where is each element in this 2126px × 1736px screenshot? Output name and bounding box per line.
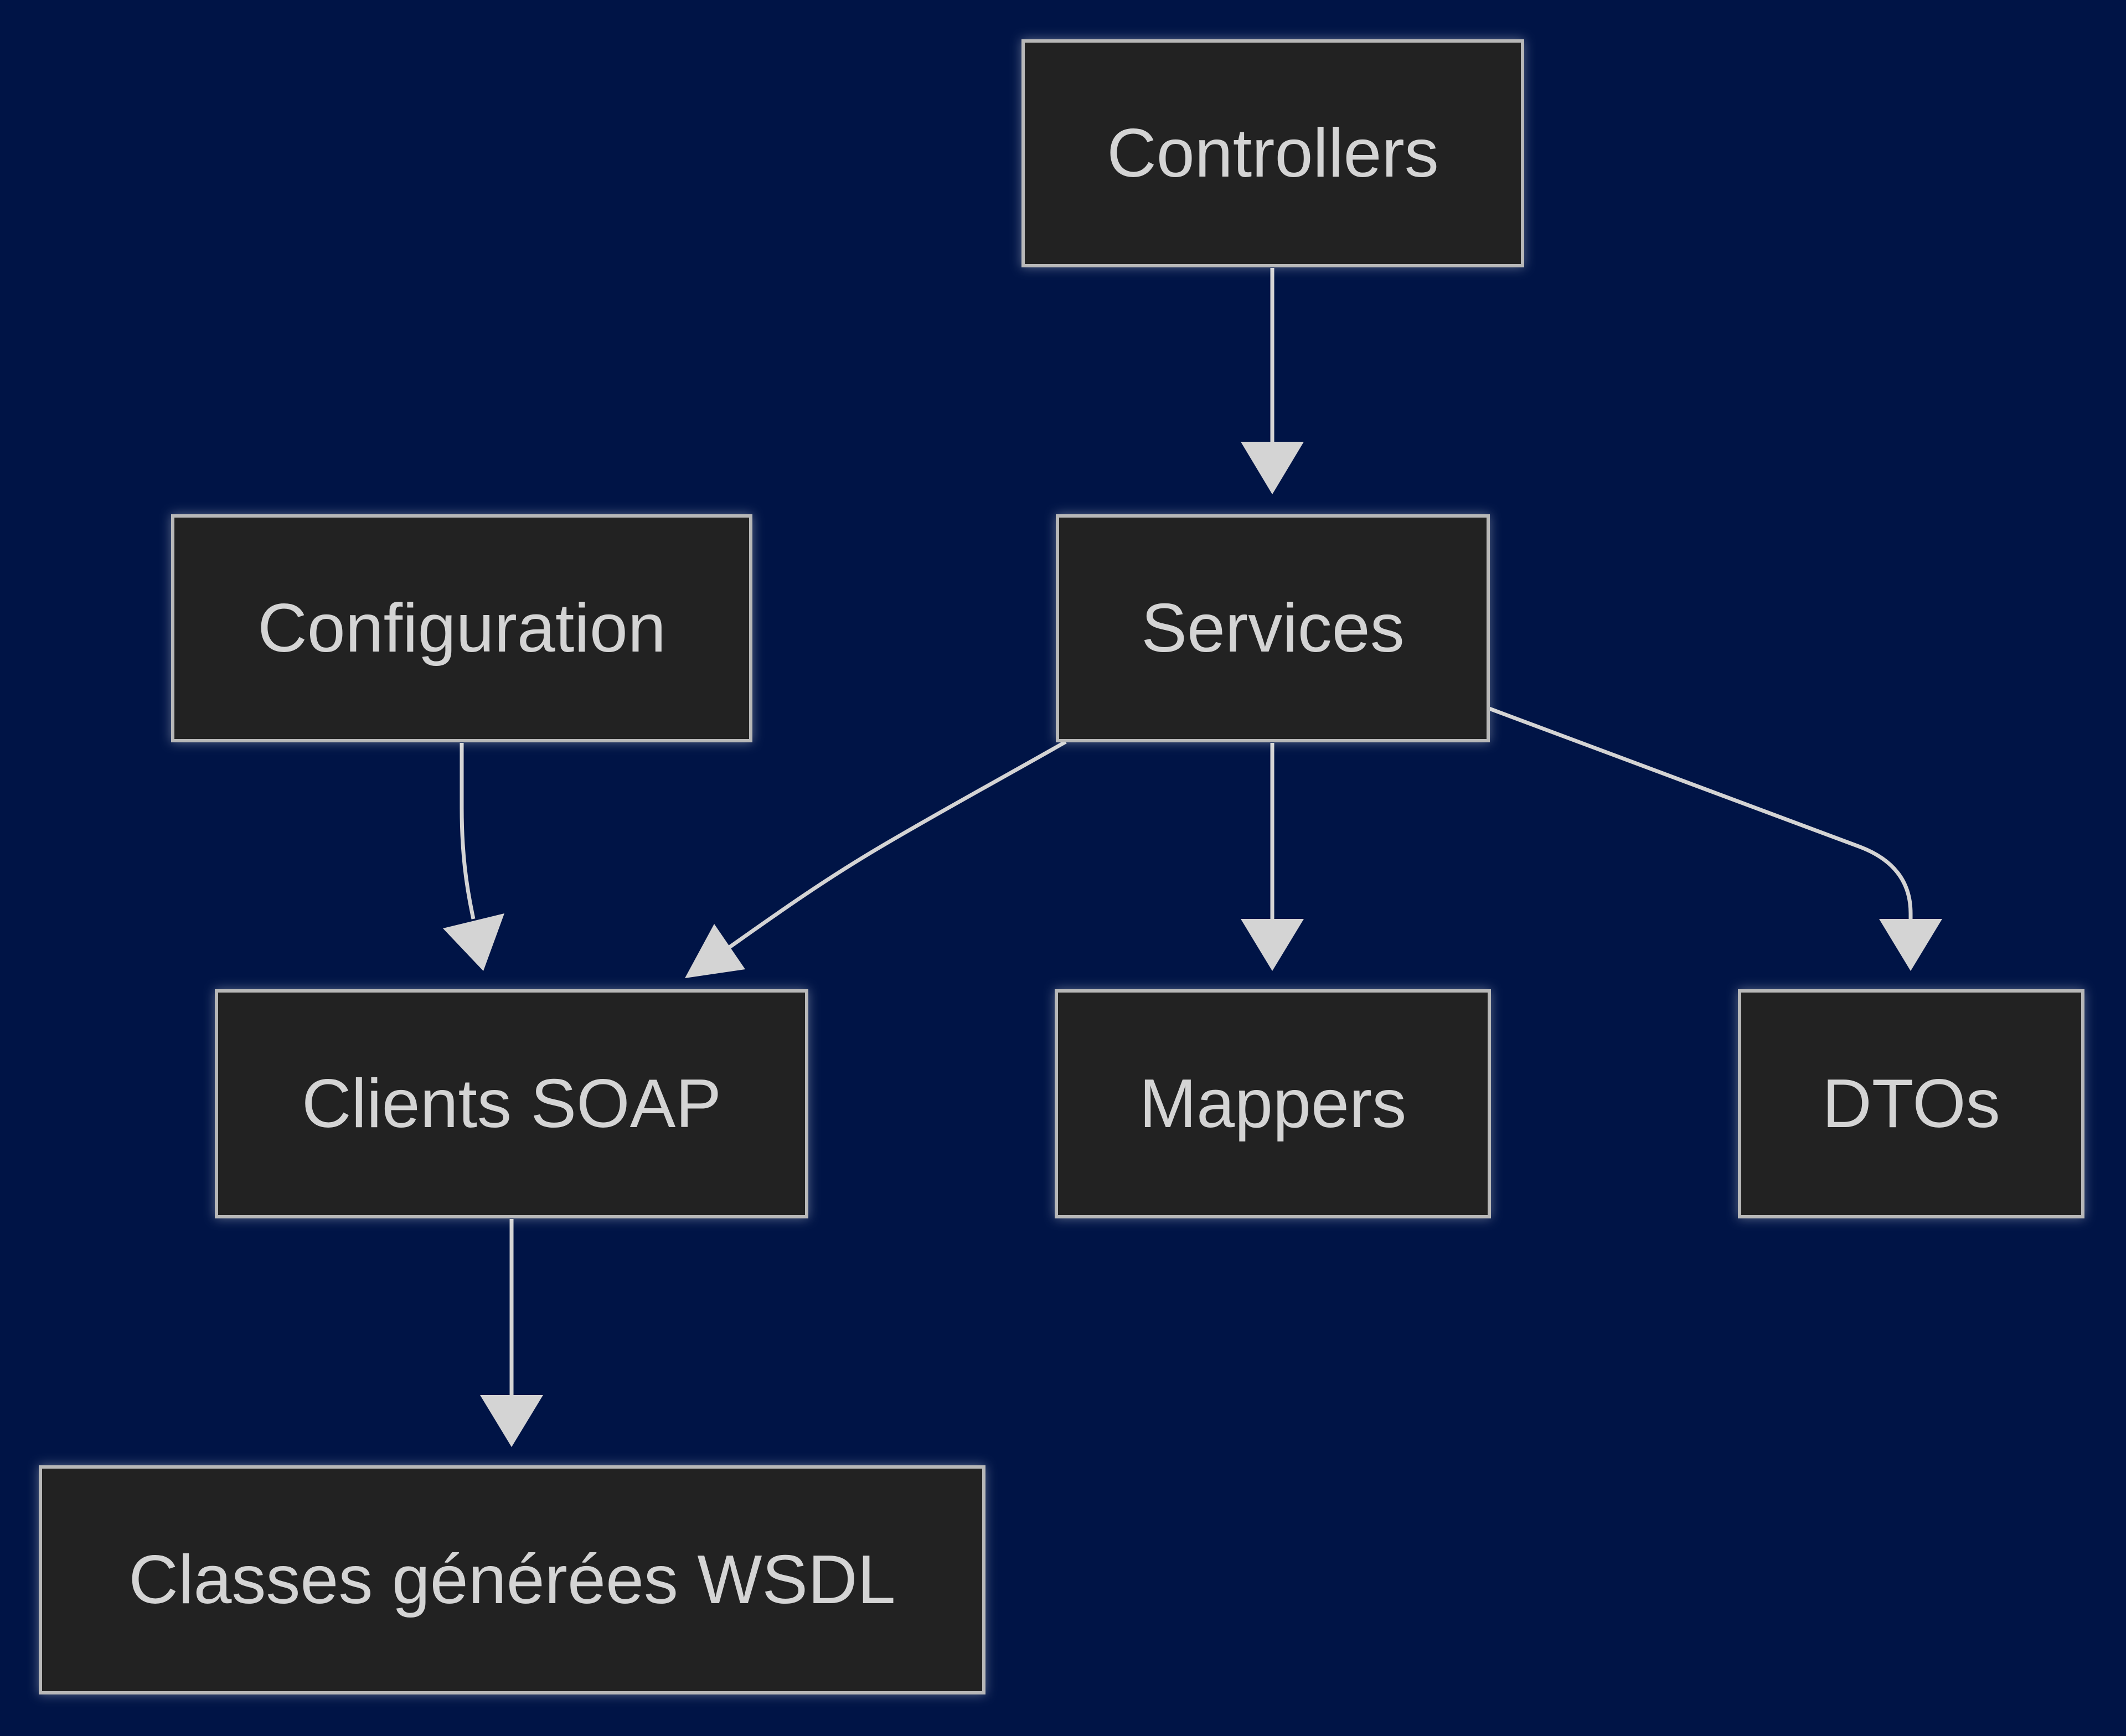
edge-controllers-services [1241,268,1304,494]
node-configuration-label: Configuration [257,590,666,666]
node-dtos[interactable]: DTOs [1738,989,2084,1218]
node-classes-generees-wsdl[interactable]: Classes générées WSDL [39,1465,985,1694]
arrowhead [480,1395,543,1447]
edge-services-mappers [1241,743,1304,971]
edge-clients-soap-classes-wsdl [480,1219,543,1447]
arrowhead [685,924,745,978]
node-classes-generees-wsdl-label: Classes générées WSDL [128,1542,895,1618]
node-dtos-label: DTOs [1822,1066,2000,1142]
node-controllers-label: Controllers [1107,115,1439,192]
node-clients-soap[interactable]: Clients SOAP [215,989,808,1218]
node-mappers[interactable]: Mappers [1055,989,1491,1218]
node-controllers[interactable]: Controllers [1021,39,1524,267]
arrowhead [443,913,504,971]
edge-services-clients-soap [685,740,1067,978]
arrowhead [1879,919,1942,971]
arrowhead [1241,442,1304,494]
node-configuration[interactable]: Configuration [171,514,752,742]
node-clients-soap-label: Clients SOAP [302,1066,721,1142]
node-services-label: Services [1141,590,1404,666]
arrowhead [1241,919,1304,971]
edge-configuration-clients-soap [443,743,504,971]
edge-services-dtos [1488,706,1942,971]
node-mappers-label: Mappers [1139,1066,1406,1142]
node-services[interactable]: Services [1056,514,1490,742]
